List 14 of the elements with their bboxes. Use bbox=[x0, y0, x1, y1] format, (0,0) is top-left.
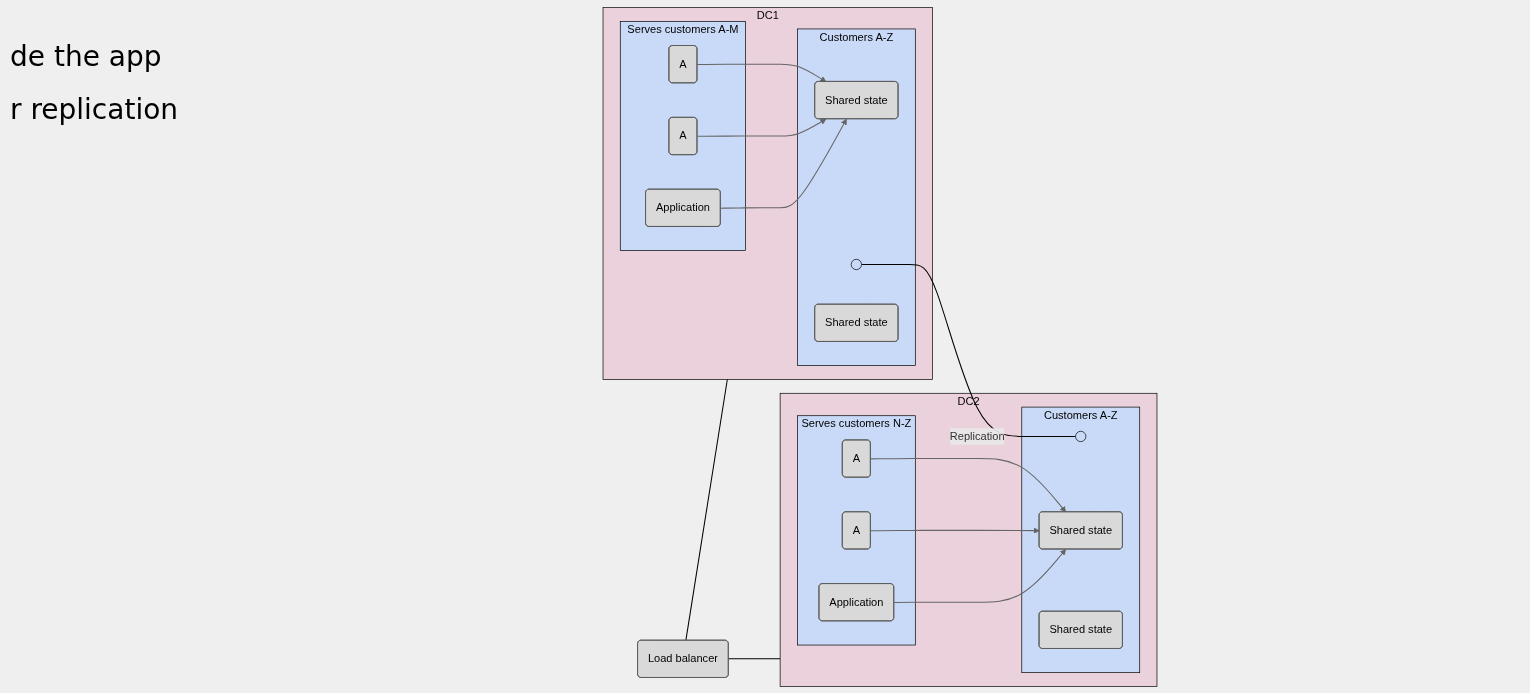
connector bbox=[727, 657, 781, 659]
note-text: r replication bbox=[10, 93, 180, 126]
note-text: de the app bbox=[10, 40, 163, 73]
node-circle bbox=[850, 258, 862, 270]
edge-label: Replication bbox=[949, 429, 1005, 442]
arrow bbox=[870, 527, 1040, 534]
connector bbox=[685, 378, 728, 641]
arrow bbox=[696, 118, 827, 137]
arrow bbox=[893, 548, 1067, 603]
arrow bbox=[870, 457, 1067, 512]
connector bbox=[861, 263, 1077, 437]
arrow bbox=[696, 63, 827, 82]
node-circle bbox=[1075, 430, 1087, 442]
arrow bbox=[720, 118, 847, 209]
